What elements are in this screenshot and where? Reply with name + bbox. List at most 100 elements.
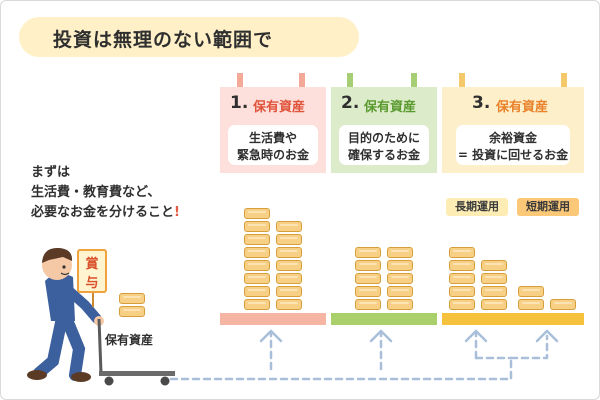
person-front-leg [59, 309, 86, 381]
step-1-coin [276, 273, 302, 284]
step-3-pin-left [459, 73, 465, 87]
step-1-description: 生活費や 緊急時のお金 [228, 125, 318, 165]
step-3-short-coin [550, 299, 576, 310]
step-3-long-coin [449, 286, 475, 297]
step-2-panel: 2. 保有資産 目的のために 確保するお金 [331, 87, 437, 173]
cart-coin [119, 293, 145, 304]
step-2-pin-left [347, 73, 353, 87]
step-3-description: 余裕資金 = 投資に回せるお金 [456, 125, 570, 165]
step-3-long-coin [449, 247, 475, 258]
arrow-head-step-1 [259, 329, 283, 343]
arrow-head-long-term [464, 329, 488, 343]
step-2-number: 2. [341, 93, 360, 113]
cart-wheel-right [160, 376, 170, 386]
step-2-header: 2. 保有資産 [331, 93, 437, 119]
step-3-long-coin [449, 273, 475, 284]
person-back-leg [33, 307, 69, 379]
step-1-coin [276, 260, 302, 271]
person-arm [62, 284, 102, 324]
step-3-long-coin [481, 273, 507, 284]
bonus-sign-char-1: 賞 [85, 257, 99, 272]
step-1-coin [276, 247, 302, 258]
step-1-label: 保有資産 [253, 100, 306, 115]
step-2-coin [387, 299, 413, 310]
step-3-long-coin [481, 260, 507, 271]
step-1-coin [244, 260, 270, 271]
step-3-desc-line-2: = 投資に回せるお金 [457, 148, 569, 162]
step-3-number: 3. [472, 93, 491, 113]
step-1-pin-left [237, 73, 243, 87]
bonus-sign-char-2: 与 [85, 276, 99, 291]
step-1-coin [276, 299, 302, 310]
intro-line-1: まずは [31, 165, 71, 180]
step-2-coin [355, 260, 381, 271]
arrow-head-step-2 [369, 329, 393, 343]
dashed-flow-line [169, 334, 549, 381]
step-3-long-coin [481, 299, 507, 310]
step-1-desc-line-2: 緊急時のお金 [236, 148, 309, 162]
step-1-desc-line-1: 生活費や [248, 131, 297, 145]
person-shoe-left [27, 370, 47, 380]
step-1-header: 1. 保有資産 [220, 93, 326, 119]
step-3-panel: 3. 保有資産 余裕資金 = 投資に回せるお金 [442, 87, 584, 173]
step-3-label: 保有資産 [496, 100, 549, 115]
step-2-desc-line-2: 確保するお金 [347, 148, 420, 162]
step-3-short-coin [518, 299, 544, 310]
short-term-tag: 短期運用 [517, 198, 579, 216]
step-2-coin [355, 299, 381, 310]
step-1-coin [244, 273, 270, 284]
arrow-head-short-term [535, 329, 559, 343]
bonus-sign: 賞 与 [77, 249, 107, 293]
intro-line-3: 必要なお金を分けること! [31, 203, 180, 223]
step-3-long-coin [449, 299, 475, 310]
step-2-coin [355, 247, 381, 258]
step-3-short-coin [518, 286, 544, 297]
step-2-description: 目的のために 確保するお金 [339, 125, 429, 165]
step-3-header: 3. 保有資産 [442, 93, 584, 119]
step-2-coin [355, 286, 381, 297]
cart-wheel-left [104, 376, 114, 386]
step-1-coin [244, 247, 270, 258]
intro-line-2: 生活費・教育費など、 [31, 185, 161, 200]
step-1-coin [276, 286, 302, 297]
step-1-coin [276, 221, 302, 232]
step-1-coin [244, 286, 270, 297]
step-3-long-coin [481, 286, 507, 297]
step-3-long-coin [449, 260, 475, 271]
step-2-pin-right [411, 73, 417, 87]
step-2-coin [387, 260, 413, 271]
step-1-coin [276, 234, 302, 245]
step-1-panel: 1. 保有資産 生活費や 緊急時のお金 [220, 87, 326, 173]
step-3-shelf [442, 313, 584, 325]
step-3-desc-line-1: 余裕資金 [488, 131, 537, 145]
step-1-coin [244, 221, 270, 232]
step-1-coin [244, 208, 270, 219]
step-1-coin [244, 234, 270, 245]
person-hair [42, 247, 73, 263]
long-term-tag: 長期運用 [446, 198, 508, 216]
exclamation-mark: ! [174, 205, 180, 220]
step-2-coin [355, 273, 381, 284]
cart-coin [119, 306, 145, 317]
step-1-pin-right [299, 73, 305, 87]
step-2-shelf [331, 313, 437, 325]
step-1-coin [244, 299, 270, 310]
title-banner [19, 17, 359, 57]
step-3-pin-right [561, 73, 567, 87]
step-2-desc-line-1: 目的のために [347, 131, 420, 145]
intro-line-3-text: 必要なお金を分けること [31, 205, 175, 220]
cart-label: 保有資産 [105, 333, 154, 347]
person-shoe-right [71, 372, 91, 382]
step-2-label: 保有資産 [364, 100, 417, 115]
step-2-coin [387, 286, 413, 297]
person-eye [62, 265, 66, 269]
step-1-shelf [220, 313, 326, 325]
person-mouth [60, 272, 70, 276]
step-2-coin [387, 247, 413, 258]
page-title: 投資は無理のない範囲で [53, 29, 274, 51]
step-2-coin [387, 273, 413, 284]
cart-base [99, 371, 175, 376]
